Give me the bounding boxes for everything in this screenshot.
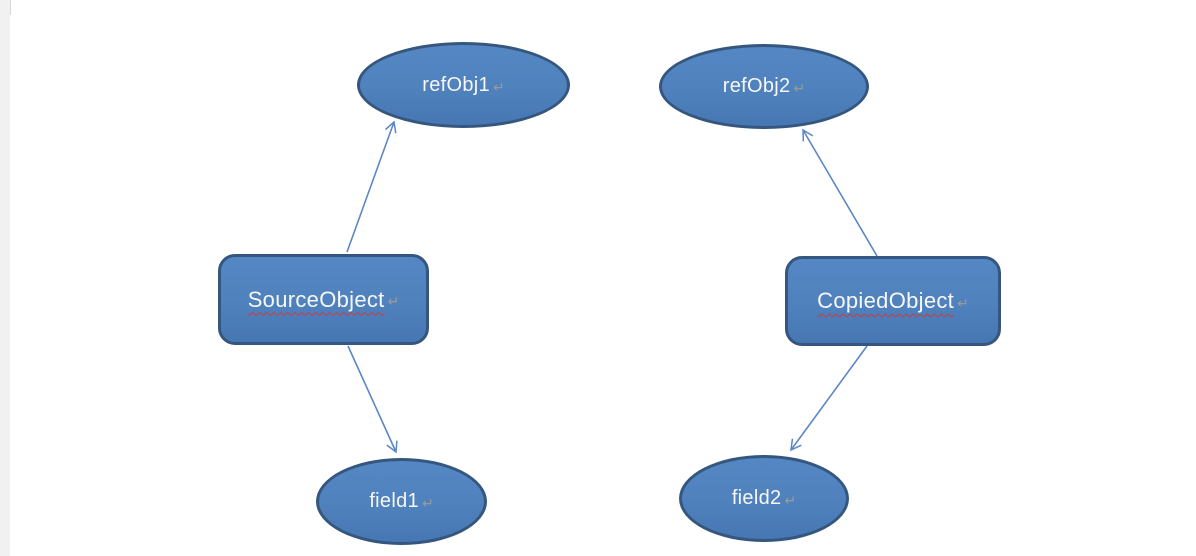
shape-refobj1[interactable]: refObj1↵ [357, 42, 570, 128]
page-edge-line [10, 0, 11, 15]
line-break-mark: ↵ [492, 78, 505, 95]
line-break-mark: ↵ [784, 492, 797, 508]
line-break-mark: ↵ [387, 293, 400, 309]
shape-refobj1-label: refObj1 [422, 73, 490, 96]
shape-field1-label: field1 [369, 490, 419, 512]
shape-refobj2[interactable]: refObj2↵ [659, 44, 869, 129]
shape-refobj2-label: refObj2 [722, 75, 791, 97]
connector-sourceobject-to-refobj1[interactable] [346, 120, 397, 253]
connector-copiedobject-to-refobj2[interactable] [802, 128, 878, 257]
page-margin-strip [0, 0, 10, 556]
line-break-mark: ↵ [793, 80, 806, 96]
connector-sourceobject-to-field1[interactable] [347, 345, 398, 454]
connector-copiedobject-to-field2[interactable] [790, 345, 868, 452]
shape-field2[interactable]: field2↵ [679, 455, 849, 542]
shape-field1[interactable]: field1↵ [316, 458, 487, 545]
shape-copiedobject[interactable]: CopiedObject↵ [785, 256, 1001, 346]
shape-sourceobject-label: SourceObject [247, 286, 385, 312]
line-break-mark: ↵ [957, 294, 969, 311]
shape-copiedobject-label: CopiedObject [817, 288, 955, 313]
line-break-mark: ↵ [421, 495, 434, 511]
shape-field2-label: field2 [731, 487, 782, 509]
shape-sourceobject[interactable]: SourceObject↵ [218, 254, 429, 345]
